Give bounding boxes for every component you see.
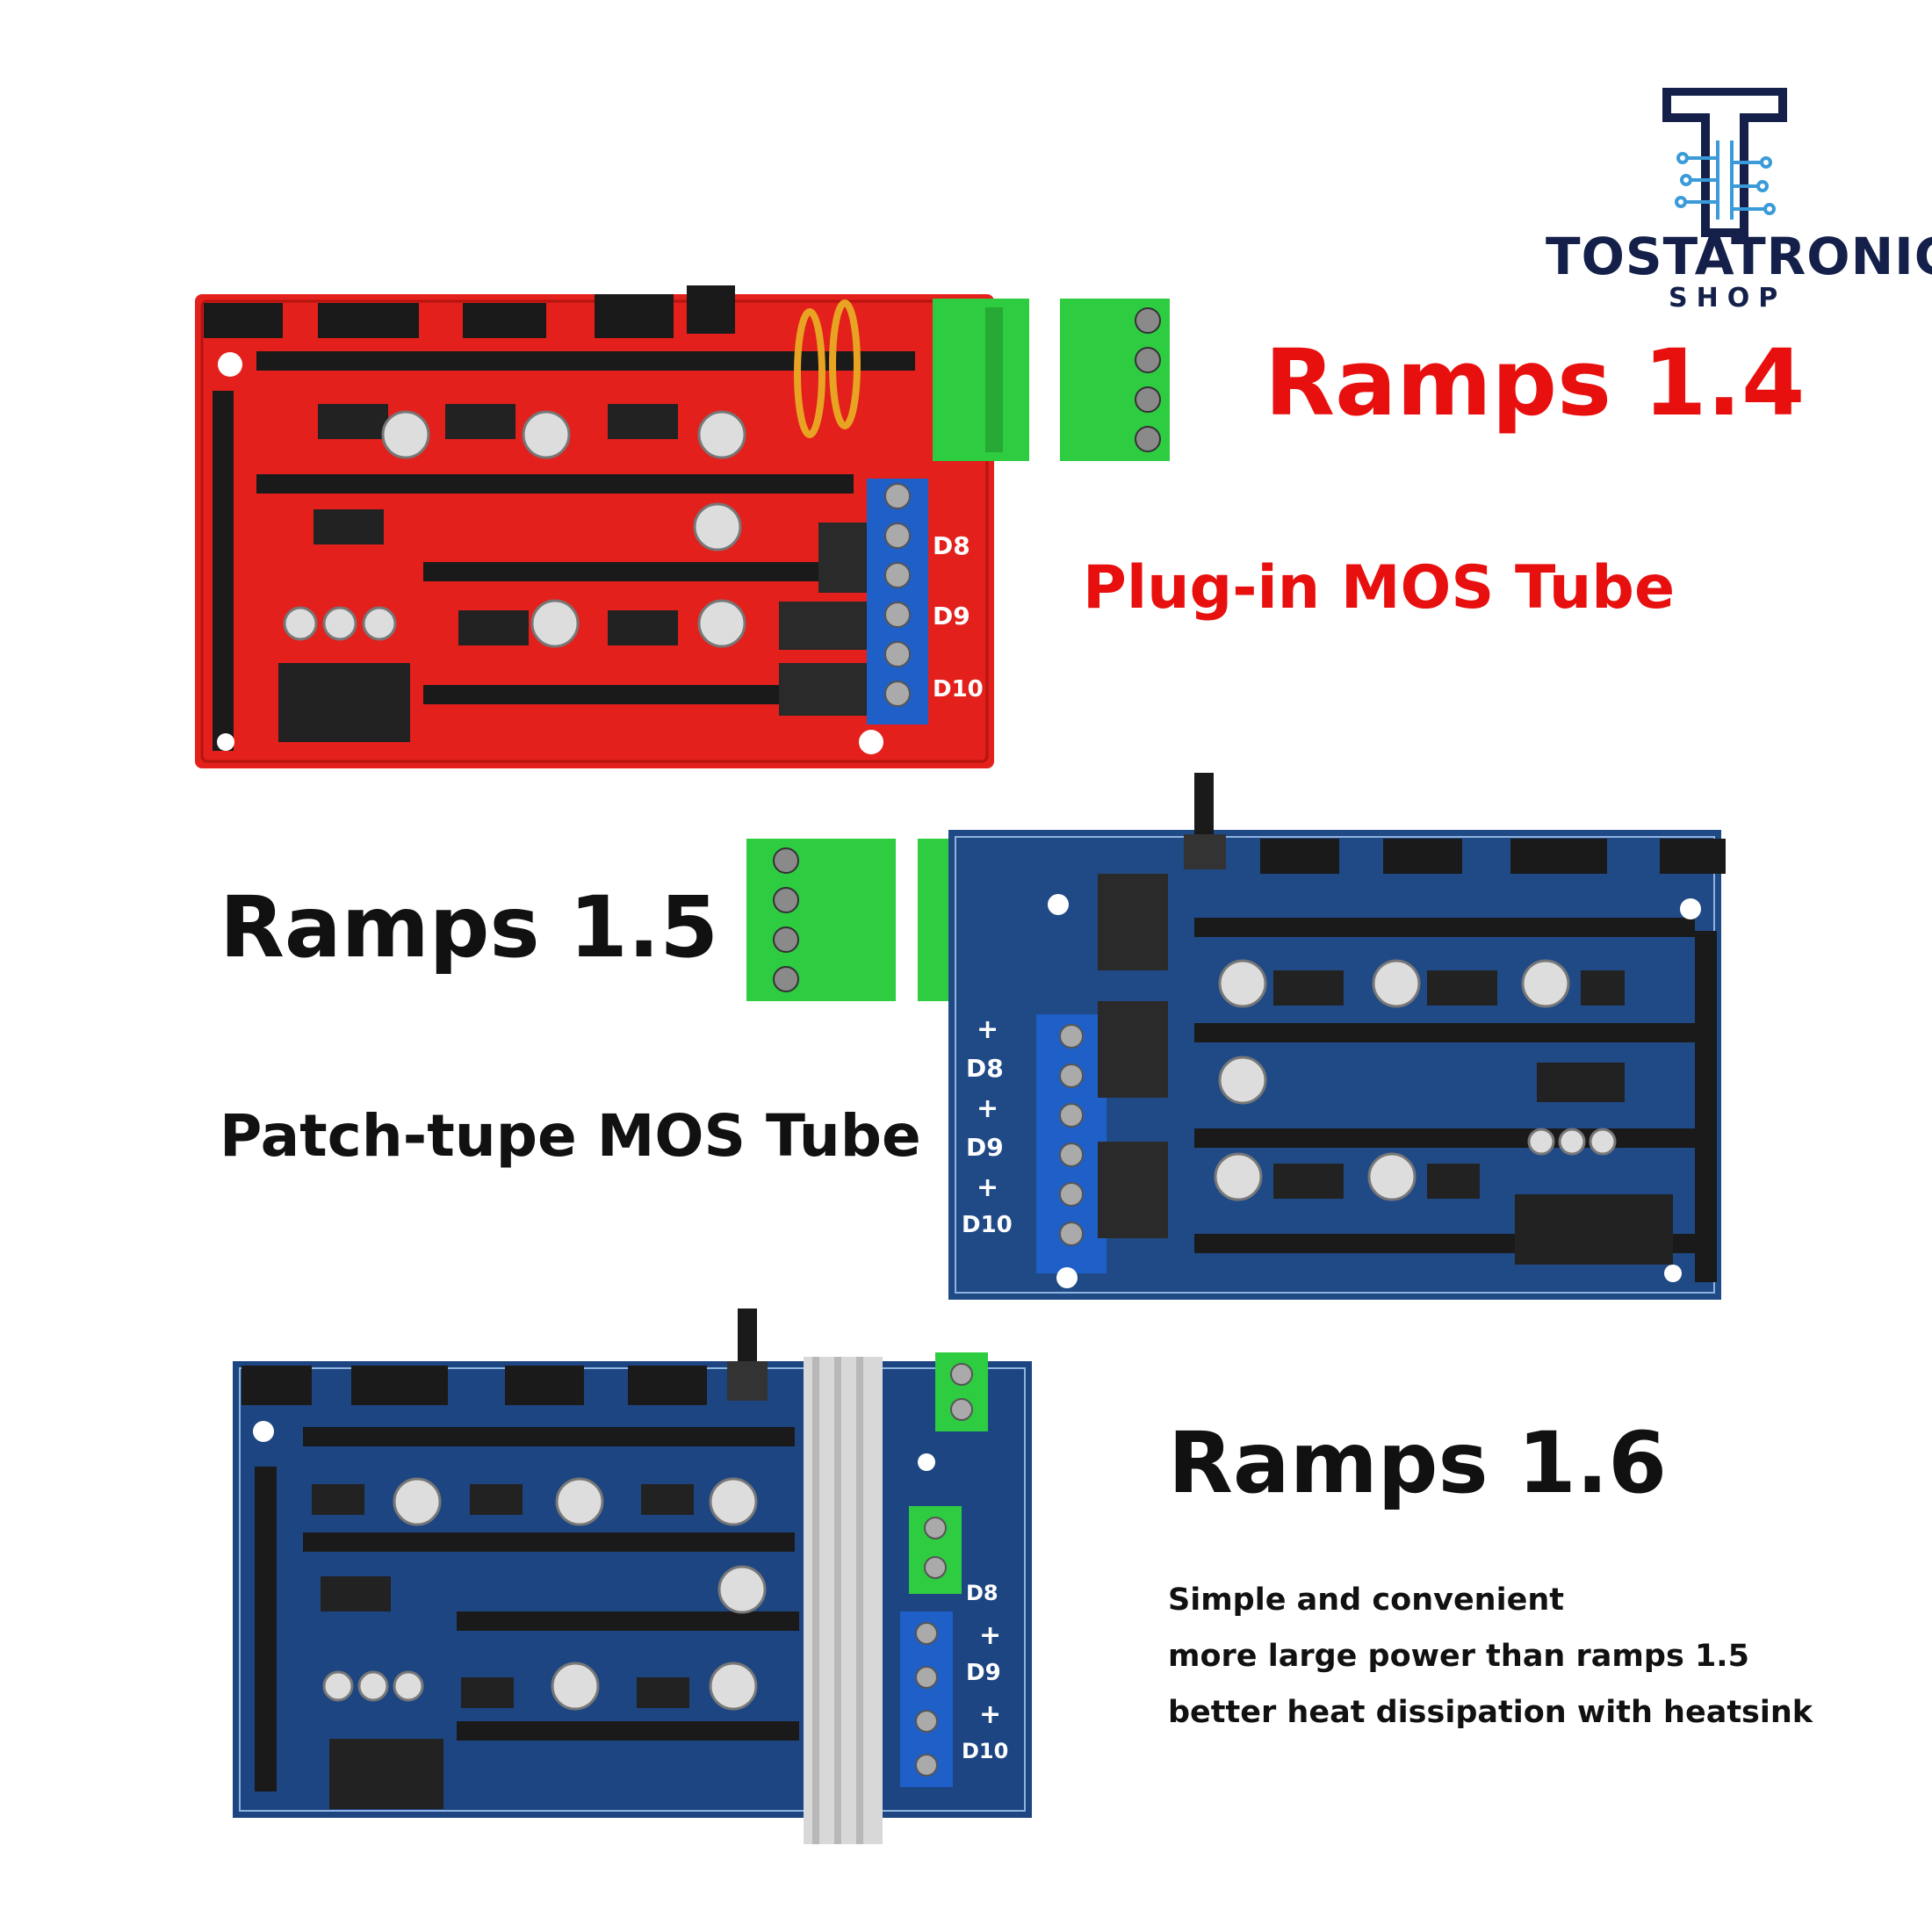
ramps-16-label-plus-1: + bbox=[979, 1620, 1002, 1651]
ramps-16-features: Simple and convenient more large power t… bbox=[1168, 1572, 1813, 1741]
ramps-15-label-d10: D10 bbox=[962, 1212, 1013, 1238]
ramps-15-label-plus-3: + bbox=[977, 1172, 999, 1203]
ramps-16-label-d8: D8 bbox=[966, 1581, 998, 1605]
ramps-16-board-photo: D8 + D9 + D10 bbox=[233, 1308, 1041, 1853]
ramps-15-label-d8: D8 bbox=[966, 1054, 1004, 1083]
ramps-14-board-photo: D8 D9 D10 bbox=[195, 285, 1214, 777]
ramps-15-label-d9: D9 bbox=[966, 1133, 1004, 1162]
feature-line: Simple and convenient bbox=[1168, 1582, 1564, 1618]
brand-name: TOSTATRONIC bbox=[1546, 227, 1932, 286]
ramps-15-label-plus-1: + bbox=[977, 1014, 999, 1045]
brand-logo: TOSTATRONIC SHOP bbox=[1528, 87, 1932, 316]
ramps-16-label-d9: D9 bbox=[966, 1660, 1001, 1686]
ramps-15-subtitle: Patch-tupe MOS Tube bbox=[220, 1102, 921, 1170]
ramps-14-title: Ramps 1.4 bbox=[1265, 329, 1806, 436]
feature-line: more large power than ramps 1.5 bbox=[1168, 1639, 1749, 1674]
ramps-14-subtitle: Plug-in MOS Tube bbox=[1083, 553, 1676, 623]
ramps-16-label-d10: D10 bbox=[962, 1739, 1009, 1763]
ramps-16-label-plus-2: + bbox=[979, 1699, 1002, 1730]
ramps-15-board-photo: + D8 + D9 + D10 bbox=[746, 773, 1739, 1300]
ramps-15-label-plus-2: + bbox=[977, 1093, 999, 1124]
feature-line: better heat dissipation with heatsink bbox=[1168, 1695, 1813, 1730]
ramps-14-label-d8: D8 bbox=[933, 531, 970, 560]
brand-tagline: SHOP bbox=[1669, 283, 1787, 314]
ramps-16-title: Ramps 1.6 bbox=[1168, 1414, 1668, 1512]
ramps-14-label-d10: D10 bbox=[933, 676, 984, 703]
ramps-14-label-d9: D9 bbox=[933, 602, 970, 631]
ramps-15-title: Ramps 1.5 bbox=[220, 878, 719, 977]
logo-icon bbox=[1662, 87, 1787, 237]
